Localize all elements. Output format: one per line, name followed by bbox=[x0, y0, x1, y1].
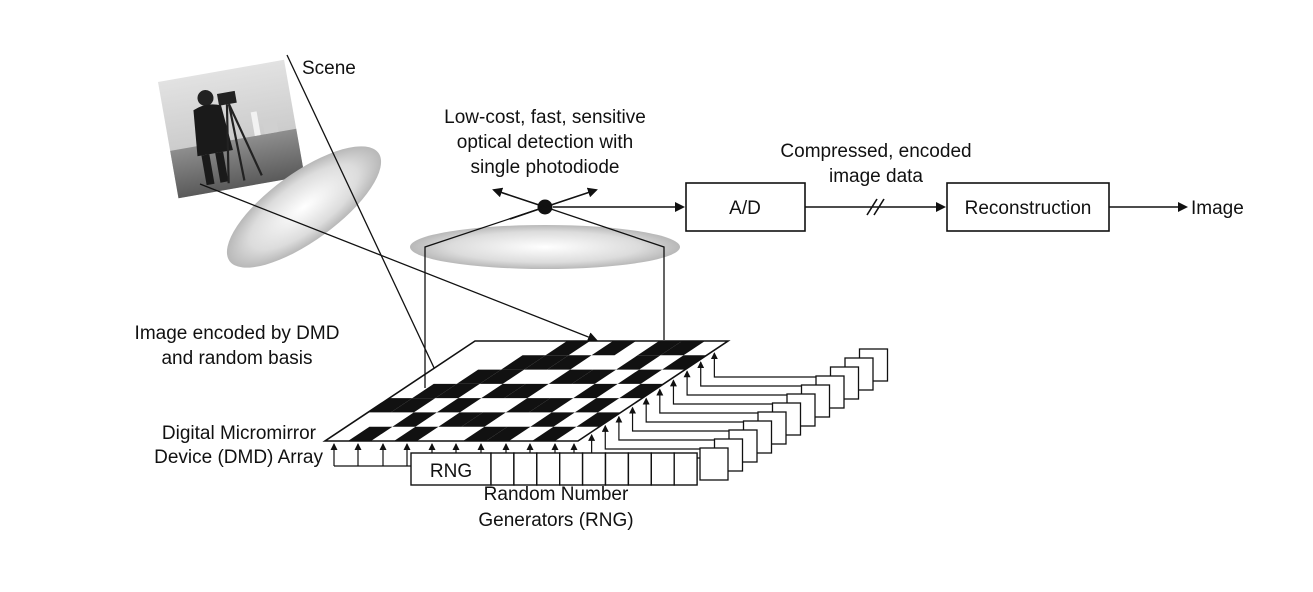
compressed-label-line2: image data bbox=[829, 166, 923, 187]
control-arrow bbox=[629, 406, 750, 432]
dmd-mirror-on bbox=[461, 412, 506, 427]
detector-lens bbox=[410, 225, 680, 269]
encoded-label-line1: Image encoded by DMD bbox=[135, 323, 340, 344]
rng-caption-line2: Generators (RNG) bbox=[478, 510, 633, 531]
dmd-mirror-on bbox=[486, 426, 531, 441]
dmd-mirror-on bbox=[619, 383, 664, 399]
dmd-mirror-on bbox=[616, 355, 661, 370]
rng-label: RNG bbox=[430, 461, 472, 482]
detection-label-line1: Low-cost, fast, sensitive bbox=[444, 107, 646, 128]
dmd-mirror-on bbox=[348, 426, 393, 441]
ad-box bbox=[685, 182, 806, 232]
control-arrow bbox=[710, 352, 837, 378]
scene-label: Scene bbox=[302, 58, 356, 79]
dmd-mirror-on bbox=[591, 341, 636, 356]
detector-ray-right bbox=[544, 206, 665, 340]
rng-cell bbox=[536, 452, 561, 486]
dmd-mirror-on bbox=[524, 355, 569, 370]
reconstruction-label: Reconstruction bbox=[965, 198, 1092, 219]
detector-ray-left bbox=[424, 206, 546, 388]
image-output-label: Image bbox=[1191, 198, 1244, 219]
dmd-mirror-on bbox=[660, 341, 705, 356]
dmd-mirror-on bbox=[367, 398, 413, 413]
dmd-mirror-on bbox=[545, 341, 590, 356]
dmd-mirror-on bbox=[438, 412, 483, 427]
rng-cell bbox=[559, 452, 584, 486]
rng-cell bbox=[604, 452, 630, 486]
dmd-mirror-on bbox=[463, 426, 508, 441]
control-arrow bbox=[642, 397, 764, 423]
rng-cell bbox=[673, 452, 698, 486]
rng-box bbox=[410, 452, 492, 486]
dmd-mirror-on bbox=[501, 355, 546, 370]
dmd-mirror-on bbox=[532, 426, 577, 441]
dmd-mirror-on bbox=[547, 355, 592, 370]
scene-lens bbox=[226, 146, 382, 268]
rng-cell bbox=[490, 452, 515, 486]
rng-cell bbox=[513, 452, 538, 486]
dmd-mirror-on bbox=[571, 369, 617, 384]
dmd-mirror-on bbox=[392, 412, 437, 427]
dmd-label-line1: Digital Micromirror bbox=[162, 423, 317, 444]
scatter-arrow-left-up bbox=[492, 187, 546, 208]
dmd-mirror-on bbox=[637, 341, 682, 356]
scatter-arrow-right-up bbox=[544, 187, 598, 208]
control-arrow bbox=[669, 379, 793, 405]
dmd-mirror-on bbox=[505, 398, 551, 413]
encoded-label-line2: and random basis bbox=[161, 348, 312, 369]
rng-cell bbox=[581, 452, 607, 486]
rng-array bbox=[410, 348, 889, 486]
dmd-mirror-on bbox=[394, 426, 439, 441]
rng-cell bbox=[650, 452, 675, 486]
dmd-mirror-on bbox=[573, 383, 618, 399]
dmd-mirror-on bbox=[530, 412, 575, 427]
scene-photo bbox=[158, 59, 305, 199]
dmd-mirror-on bbox=[481, 383, 526, 399]
scatter-arrow-left-down bbox=[509, 206, 546, 220]
dmd-mirror-on bbox=[436, 398, 482, 413]
scene-ray-bottom bbox=[199, 183, 598, 342]
compressed-label-line1: Compressed, encoded bbox=[780, 141, 971, 162]
dmd-mirror-on bbox=[390, 398, 436, 413]
control-arrow bbox=[656, 388, 779, 414]
dmd-mirror-on bbox=[435, 383, 480, 399]
detection-label-line2: optical detection with bbox=[457, 132, 633, 153]
dmd-label-line2: Device (DMD) Array bbox=[154, 447, 323, 468]
dmd-array bbox=[322, 340, 837, 467]
dmd-mirror-on bbox=[574, 398, 620, 413]
reconstruction-box bbox=[946, 182, 1110, 232]
dmd-mirror-on bbox=[548, 369, 594, 384]
rng-caption-line1: Random Number bbox=[484, 484, 629, 505]
control-arrow bbox=[601, 424, 721, 450]
rng-unit bbox=[699, 447, 729, 481]
ad-label: A/D bbox=[729, 198, 761, 219]
dmd-mirror-on bbox=[456, 369, 502, 384]
control-arrow bbox=[697, 361, 822, 387]
detection-label-line3: single photodiode bbox=[471, 157, 620, 178]
dmd-mirror-on bbox=[576, 412, 621, 427]
control-arrow bbox=[615, 415, 735, 441]
rng-cell bbox=[627, 452, 653, 486]
dmd-mirror-on bbox=[528, 398, 574, 413]
dmd-mirror-on bbox=[412, 383, 457, 399]
dmd-mirror-on bbox=[617, 369, 663, 384]
dmd-mirror-on bbox=[504, 383, 549, 399]
bus-marker bbox=[866, 198, 885, 216]
dmd-mirror-on bbox=[479, 369, 525, 384]
control-arrow bbox=[683, 370, 808, 396]
dmd-mirror-on bbox=[662, 355, 707, 370]
